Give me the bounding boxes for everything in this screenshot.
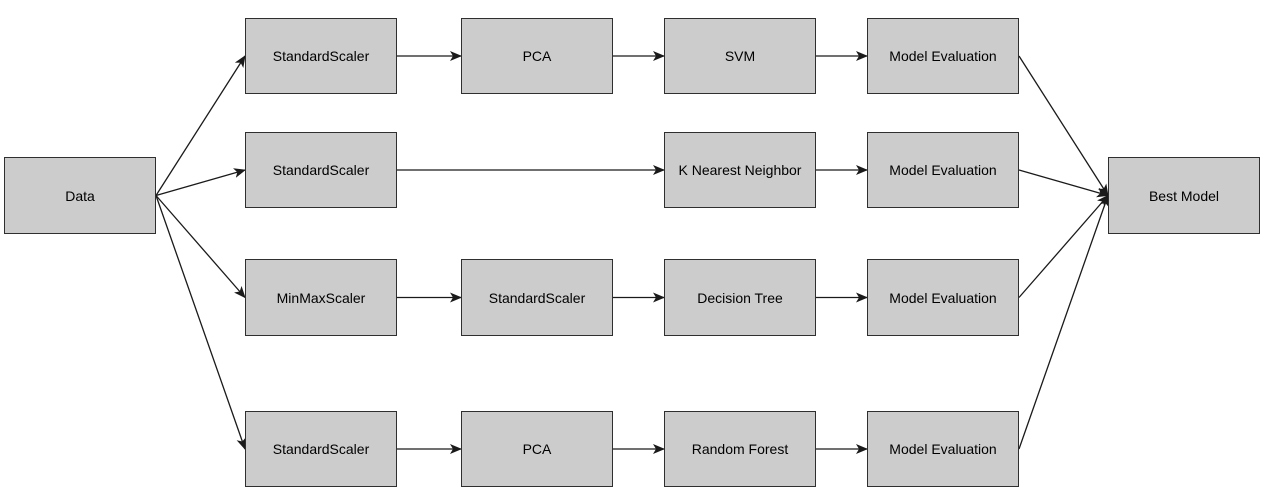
pipeline-4-random-forest-node: Random Forest [664, 411, 816, 487]
best-model-node: Best Model [1108, 157, 1260, 234]
edge-r3-eval-to-best [1018, 194, 1109, 298]
pipeline-3-decision-tree-node: Decision Tree [664, 259, 816, 336]
pipeline-4-pca-node: PCA [461, 411, 613, 487]
pipeline-3-standard-scaler-node: StandardScaler [461, 259, 613, 336]
edge-r1-eval-to-best [1018, 55, 1109, 197]
edge-data-to-r2-scaler [155, 168, 246, 197]
edge-r2-eval-to-best [1018, 169, 1109, 198]
edge-data-to-r1-scaler [155, 55, 246, 196]
pipeline-1-pca-node: PCA [461, 18, 613, 94]
pipeline-2-knn-node: K Nearest Neighbor [664, 132, 816, 208]
pipeline-1-standard-scaler-node: StandardScaler [245, 18, 397, 94]
pipeline-2-standard-scaler-node: StandardScaler [245, 132, 397, 208]
data-node: Data [4, 157, 156, 234]
pipeline-4-model-evaluation-node: Model Evaluation [867, 411, 1019, 487]
edge-r4-eval-to-best [1018, 194, 1110, 450]
pipeline-1-model-evaluation-node: Model Evaluation [867, 18, 1019, 94]
pipeline-1-svm-node: SVM [664, 18, 816, 94]
pipeline-4-standard-scaler-node: StandardScaler [245, 411, 397, 487]
pipeline-3-model-evaluation-node: Model Evaluation [867, 259, 1019, 336]
pipeline-2-model-evaluation-node: Model Evaluation [867, 132, 1019, 208]
edge-data-to-r4-scaler [155, 195, 247, 450]
pipeline-3-minmax-scaler-node: MinMaxScaler [245, 259, 397, 336]
edge-data-to-r3-minmax [155, 195, 246, 299]
